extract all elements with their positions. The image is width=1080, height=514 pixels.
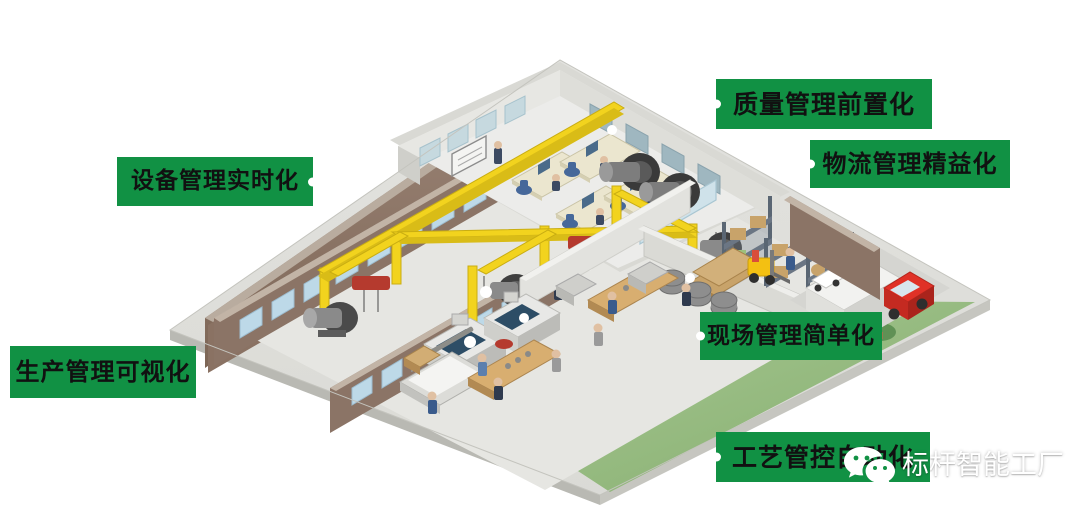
callout-notch (712, 99, 721, 109)
callout-site-label: 现场管理简单化 (707, 322, 875, 349)
callout-logistics-management[interactable]: 物流管理精益化 (806, 140, 1010, 188)
motor-unit (303, 302, 358, 337)
callout-notch (806, 159, 815, 169)
callout-notch (308, 177, 317, 186)
bench-machine (554, 273, 598, 306)
callout-quality-label: 质量管理前置化 (732, 89, 915, 119)
machining-shop (398, 261, 695, 414)
worker (596, 208, 604, 225)
callout-equipment-management[interactable]: 设备管理实时化 (117, 157, 317, 206)
bench-machine (626, 261, 670, 294)
worker (552, 174, 560, 191)
callout-notch (712, 452, 721, 462)
worker (607, 291, 617, 314)
callout-logistics-label: 物流管理精益化 (822, 150, 998, 178)
callout-process-control[interactable]: 工艺管控自动化 (712, 432, 930, 482)
callout-notch (696, 331, 705, 341)
worker (785, 247, 795, 270)
worker (593, 323, 603, 346)
turbine-machine (599, 153, 660, 191)
worker (494, 141, 502, 164)
worker (477, 353, 487, 376)
worker (493, 377, 503, 400)
callout-site-management[interactable]: 现场管理简单化 (696, 312, 882, 360)
upper-right-brick-wall (784, 196, 880, 300)
worker (551, 349, 561, 372)
callout-quality-management[interactable]: 质量管理前置化 (712, 79, 932, 129)
callout-production-label: 生产管理可视化 (15, 358, 191, 386)
truck-cab (883, 271, 935, 320)
worker (681, 283, 691, 306)
callout-process-label: 工艺管控自动化 (731, 442, 914, 472)
callout-equipment-label: 设备管理实时化 (131, 168, 299, 194)
callout-production-management[interactable]: 生产管理可视化 (10, 346, 196, 398)
overhead-crane (317, 101, 717, 325)
forklift (747, 250, 790, 285)
worker (427, 391, 437, 414)
